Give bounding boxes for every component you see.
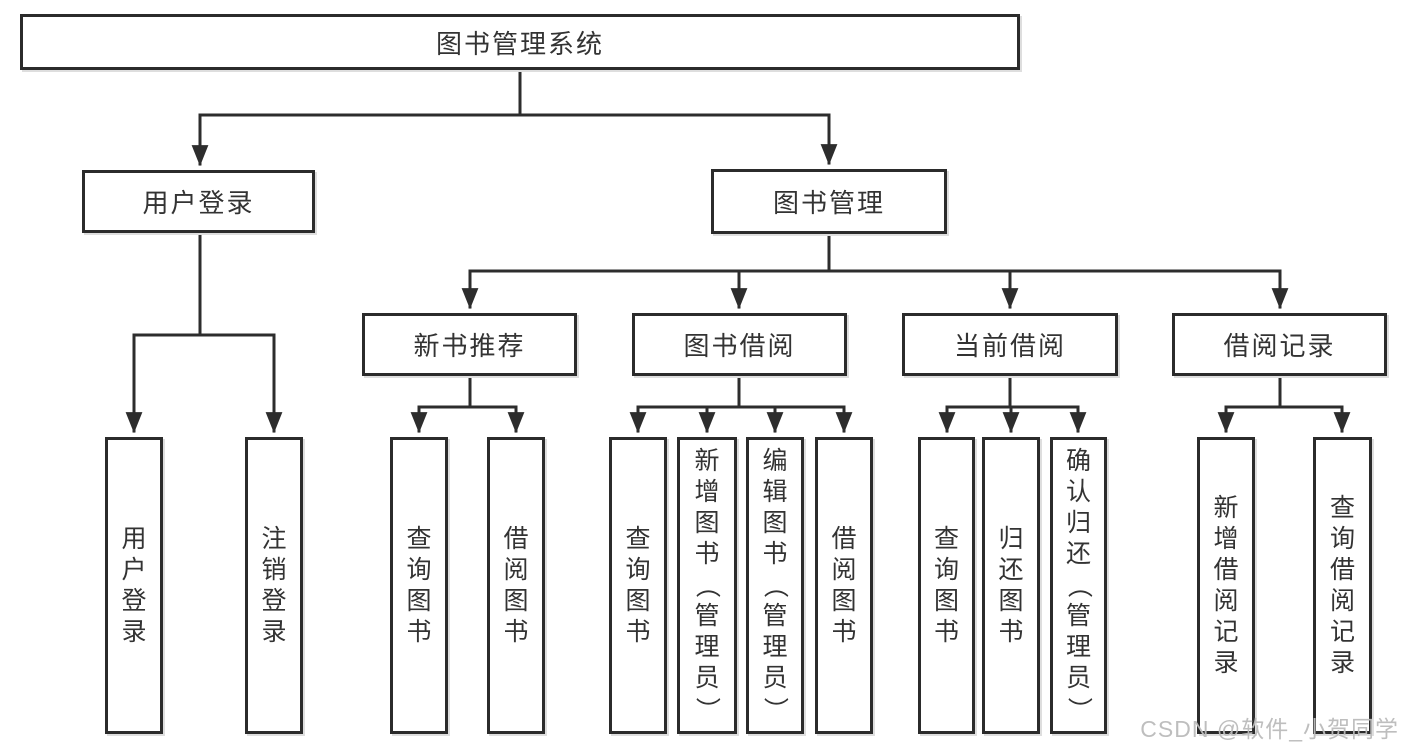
node-leaf-query-books-2: 查询图书: [609, 437, 667, 734]
leaf-label: 新增借阅记录: [1213, 493, 1239, 677]
node-leaf-borrow-books-2: 借阅图书: [815, 437, 873, 734]
node-leaf-confirm-return-admin: 确认归还（管理员）: [1050, 437, 1107, 734]
connector-book-borrow-to-leaves: [629, 374, 853, 434]
connector-user-login-to-leaves: [125, 231, 283, 434]
node-new-book-recommend: 新书推荐: [362, 313, 577, 376]
connector-book-mgmt-to-level3: [461, 232, 1289, 310]
leaf-label: 新增图书（管理员）: [693, 447, 722, 723]
connector-current-borrow-to-leaves: [938, 374, 1087, 434]
node-leaf-query-books-1: 查询图书: [390, 437, 448, 734]
node-leaf-add-books-admin: 新增图书（管理员）: [677, 437, 737, 734]
csdn-watermark: CSDN @软件_小贺同学: [1140, 716, 1399, 742]
leaf-label: 查询图书: [933, 524, 959, 646]
node-book-management: 图书管理: [711, 169, 947, 234]
leaf-label: 借阅图书: [503, 524, 529, 646]
leaf-label: 查询图书: [406, 524, 432, 646]
node-borrow-records: 借阅记录: [1172, 313, 1387, 376]
node-library-management-system: 图书管理系统: [20, 14, 1020, 70]
leaf-label: 借阅图书: [831, 524, 857, 646]
node-leaf-edit-books-admin: 编辑图书（管理员）: [746, 437, 804, 734]
node-leaf-query-books-3: 查询图书: [918, 437, 975, 734]
leaf-label: 注销登录: [261, 524, 287, 646]
leaf-label: 查询借阅记录: [1329, 493, 1355, 677]
connector-new-book-rec-to-leaves: [410, 374, 525, 434]
node-leaf-logout: 注销登录: [245, 437, 303, 734]
leaf-label: 查询图书: [625, 524, 651, 646]
node-leaf-return-books: 归还图书: [982, 437, 1040, 734]
node-leaf-query-borrow-record: 查询借阅记录: [1313, 437, 1372, 734]
node-book-borrowing: 图书借阅: [632, 313, 847, 376]
connector-root-to-level2: [191, 68, 838, 167]
node-leaf-user-login: 用户登录: [105, 437, 163, 734]
node-current-borrowing: 当前借阅: [902, 313, 1118, 376]
leaf-label: 确认归还（管理员）: [1064, 447, 1093, 723]
leaf-label: 编辑图书（管理员）: [761, 447, 790, 723]
leaf-label: 用户登录: [121, 524, 147, 646]
node-leaf-borrow-books-1: 借阅图书: [487, 437, 545, 734]
leaf-label: 归还图书: [998, 524, 1024, 646]
connector-borrow-record-to-leaves: [1217, 374, 1351, 434]
node-leaf-add-borrow-record: 新增借阅记录: [1197, 437, 1255, 734]
node-user-login-group: 用户登录: [82, 170, 315, 233]
